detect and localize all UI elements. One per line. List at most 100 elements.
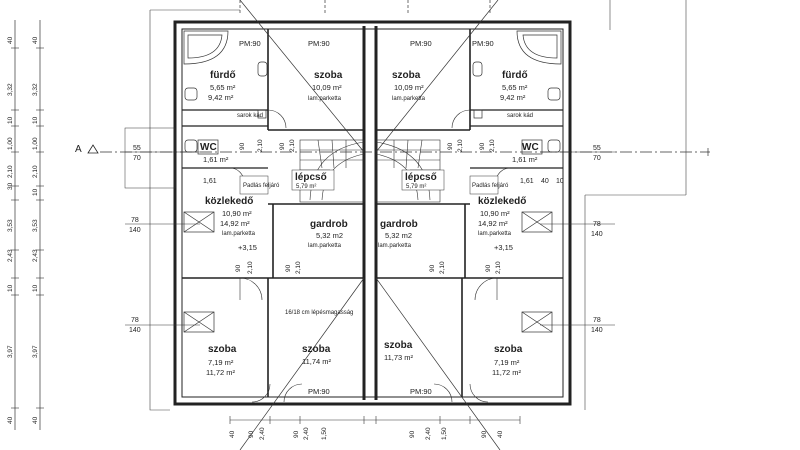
room-area: 7,19 m²	[494, 358, 520, 367]
bathtub-right	[516, 30, 562, 65]
room-area: 9,42 m²	[208, 93, 234, 102]
dim-label: 90	[248, 430, 255, 438]
bottom-dimension-chain	[229, 416, 521, 424]
door-dim: 90	[279, 142, 286, 150]
wall-dim: 1,61	[203, 178, 217, 185]
room-area: 5,79 m²	[406, 184, 426, 190]
window-tag-height: 140	[591, 231, 603, 238]
room-name: gardrob	[310, 219, 348, 230]
diagonal-guides	[239, 0, 501, 450]
dim-label: 10	[32, 188, 39, 196]
dim-label: 1,50	[441, 427, 448, 440]
dim-label: 2,43	[32, 249, 39, 262]
room-name: gardrob	[380, 219, 418, 230]
attic-access-box	[239, 175, 269, 195]
room-area: 10,09 m²	[394, 83, 424, 92]
attic-access-box	[469, 175, 499, 195]
pm-label: PM:90	[472, 39, 494, 48]
room-floor: lam.parketta	[392, 96, 426, 102]
room-name: lépcső	[295, 172, 327, 183]
dim-label: 30	[7, 182, 14, 190]
pm-label: PM:90	[410, 39, 432, 48]
door-dim: 90	[447, 142, 454, 150]
window-tag-height: 70	[133, 155, 141, 162]
door-dim: 2,10	[247, 261, 254, 274]
dim-label: 3,97	[7, 345, 14, 358]
pm-label: PM:90	[410, 387, 432, 396]
room-area: 14,92 m²	[478, 219, 508, 228]
door-dim: 90	[239, 142, 246, 150]
room-area: 10,09 m²	[312, 83, 342, 92]
left-dimension-labels: 40 3,32 10 1,00 2,10 30 3,53 2,43 10 3,9…	[7, 36, 39, 424]
room-floor: lam.parketta	[308, 243, 342, 249]
room-area: 5,65 m²	[502, 83, 528, 92]
dim-label: 10	[7, 284, 14, 292]
stair-label-box	[291, 169, 335, 191]
dim-label: 3,32	[32, 83, 39, 96]
dim-label: 3,53	[32, 219, 39, 232]
room-floor: lam.parketta	[478, 231, 512, 237]
room-area: 11,74 m²	[302, 357, 332, 366]
door-dim: 90	[285, 264, 292, 272]
door-dim: 2,10	[457, 139, 464, 152]
window-symbols	[183, 139, 553, 333]
window-tag-height: 140	[591, 327, 603, 334]
dim-label: 2,40	[425, 427, 432, 440]
room-name: szoba	[494, 344, 523, 355]
pm-label: PM:90	[308, 387, 330, 396]
door-dim: 90	[485, 264, 492, 272]
dim-label: 1,00	[32, 137, 39, 150]
room-area: 1,61 m²	[512, 155, 538, 164]
window-tag-width: 78	[131, 217, 139, 224]
room-name: szoba	[302, 344, 331, 355]
window-tag-width: 55	[593, 145, 601, 152]
window-tag-height: 140	[129, 227, 141, 234]
window-tag-height: 70	[593, 155, 601, 162]
door-dim: 90	[479, 142, 486, 150]
room-name: szoba	[384, 340, 413, 351]
room-note: sarok kád	[237, 113, 263, 119]
door-dim: 2,10	[257, 139, 264, 152]
dim-label: 40	[32, 416, 39, 424]
dim-label: 3,97	[32, 345, 39, 358]
window-tag-leaders	[124, 127, 615, 326]
room-area: 11,72 m²	[206, 368, 236, 377]
room-name: közlekedő	[205, 196, 253, 207]
door-dim: 2,10	[489, 139, 496, 152]
dim-label: 40	[497, 430, 504, 438]
dim-label: 90	[409, 430, 416, 438]
room-area: 9,42 m²	[500, 93, 526, 102]
door-dim: 2,10	[295, 261, 302, 274]
room-area: 5,32 m2	[316, 231, 343, 240]
dim-label: 40	[32, 36, 39, 44]
door-dimensions: 90 2,10 90 2,10 90 2,10 90 2,10 90 2,10 …	[235, 139, 502, 274]
dim-label: 3,53	[7, 219, 14, 232]
door-dim: 2,10	[439, 261, 446, 274]
room-floor: lam.parketta	[378, 243, 412, 249]
walls	[173, 20, 572, 406]
room-area: 1,61 m²	[203, 155, 229, 164]
stair-label-box	[401, 169, 445, 191]
room-name: fürdő	[210, 70, 236, 81]
dim-label: 2,43	[7, 249, 14, 262]
room-name: WC	[522, 142, 539, 153]
window-tags: 55 70 78 140 78 140 55 70 78 140 78 140	[129, 145, 603, 334]
level-mark: +3,15	[238, 243, 257, 252]
room-area: 14,92 m²	[220, 219, 250, 228]
room-name: lépcső	[405, 172, 437, 183]
room-note: sarok kád	[507, 113, 533, 119]
wall-dim: 1,61	[520, 178, 534, 185]
wall-dim: 10	[556, 178, 564, 185]
room-area: 10,90 m²	[480, 209, 510, 218]
window-tag-height: 140	[129, 327, 141, 334]
dim-label: 40	[229, 430, 236, 438]
door-dim: 2,10	[495, 261, 502, 274]
window-tag-width: 55	[133, 145, 141, 152]
dim-label: 2,10	[32, 165, 39, 178]
room-floor: lam.parketta	[222, 231, 256, 237]
dim-label: 10	[32, 116, 39, 124]
dim-label: 2,40	[303, 427, 310, 440]
stair-note: 16/18 cm lépésmagasság	[285, 310, 353, 316]
dim-label: 40	[7, 36, 14, 44]
wall-dimensions: 1,61 1,61 40 10	[203, 178, 564, 185]
